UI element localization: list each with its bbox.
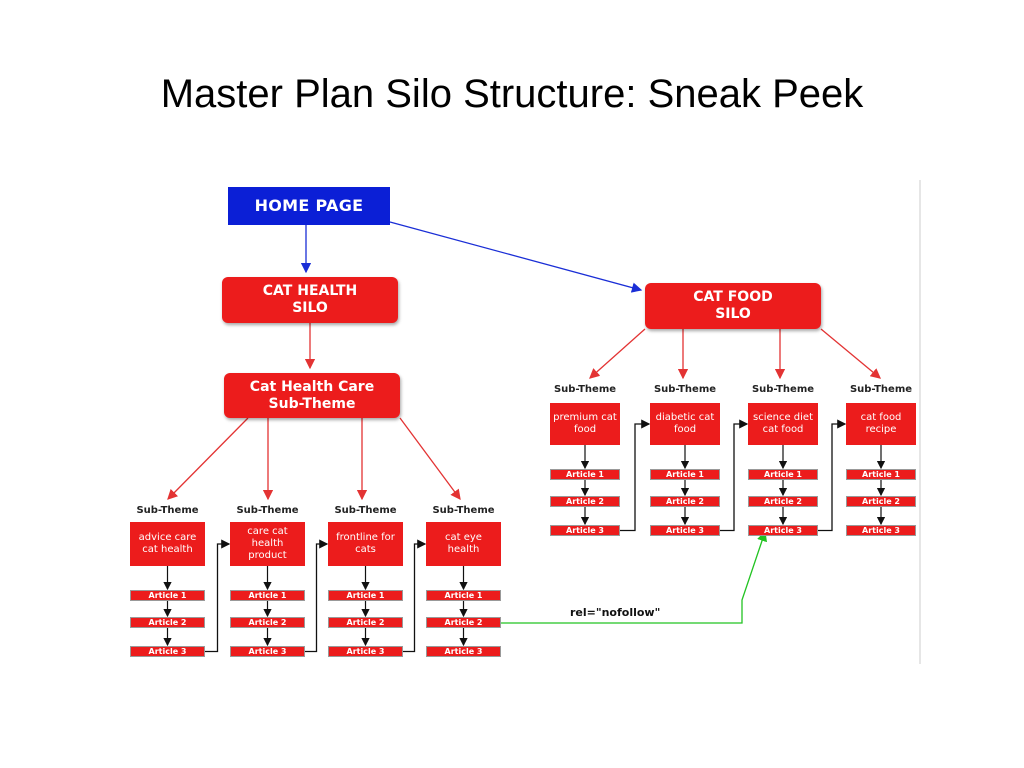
theme-to-subtheme-arrow	[399, 417, 461, 501]
health-article-node: Article 2	[328, 617, 403, 628]
health-article-node: Article 1	[130, 590, 205, 601]
food-article-node: Article 1	[748, 469, 818, 480]
cat-health-theme-node: Cat Health Care Sub-Theme	[224, 373, 400, 418]
health-sub-theme-node: care cat health product	[230, 522, 305, 566]
food-article-node: Article 1	[846, 469, 916, 480]
cat-food-silo-node: CAT FOOD SILO	[645, 283, 821, 329]
home-page-node: HOME PAGE	[228, 187, 390, 225]
health-sub-theme-label: Sub-Theme	[432, 505, 495, 516]
food-sibling-link	[620, 419, 651, 532]
health-sibling-link	[205, 539, 231, 653]
food-sub-theme-label: Sub-Theme	[553, 384, 617, 395]
home-to-food-arrow	[389, 221, 643, 293]
food-article-node: Article 2	[748, 496, 818, 507]
health-sub-theme-label: Sub-Theme	[236, 505, 299, 516]
health-sibling-link	[305, 539, 329, 653]
food-article-node: Article 3	[748, 525, 818, 536]
health-sub-theme-node: cat eye health	[426, 522, 501, 566]
health-article-node: Article 2	[130, 617, 205, 628]
slide-title: Master Plan Silo Structure: Sneak Peek	[160, 72, 864, 116]
food-article-node: Article 3	[550, 525, 620, 536]
health-article-node: Article 3	[328, 646, 403, 657]
food-sub-theme-label: Sub-Theme	[653, 384, 717, 395]
health-article-node: Article 2	[230, 617, 305, 628]
food-silo-to-subtheme-arrow	[589, 328, 646, 379]
health-article-node: Article 1	[328, 590, 403, 601]
health-article-node: Article 3	[230, 646, 305, 657]
food-article-node: Article 2	[846, 496, 916, 507]
food-silo-to-subtheme-arrow	[820, 328, 882, 379]
food-sub-theme-label: Sub-Theme	[849, 384, 913, 395]
food-sibling-link	[720, 419, 749, 532]
food-sibling-link	[818, 419, 847, 532]
food-sub-theme-node: science diet cat food	[748, 403, 818, 445]
health-sibling-link	[403, 539, 427, 653]
health-article-node: Article 1	[230, 590, 305, 601]
health-article-node: Article 3	[130, 646, 205, 657]
food-sub-theme-node: cat food recipe	[846, 403, 916, 445]
food-article-node: Article 1	[550, 469, 620, 480]
food-article-node: Article 2	[550, 496, 620, 507]
nofollow-label: rel="nofollow"	[570, 606, 661, 619]
health-article-node: Article 1	[426, 590, 501, 601]
food-sub-theme-label: Sub-Theme	[751, 384, 815, 395]
health-article-node: Article 3	[426, 646, 501, 657]
health-sub-theme-label: Sub-Theme	[136, 505, 199, 516]
health-sub-theme-node: advice care cat health	[130, 522, 205, 566]
food-sub-theme-node: diabetic cat food	[650, 403, 720, 445]
food-article-node: Article 3	[846, 525, 916, 536]
food-article-node: Article 3	[650, 525, 720, 536]
theme-to-subtheme-arrow	[167, 417, 249, 500]
health-sub-theme-node: frontline for cats	[328, 522, 403, 566]
cat-health-silo-node: CAT HEALTH SILO	[222, 277, 398, 323]
food-sub-theme-node: premium cat food	[550, 403, 620, 445]
health-article-node: Article 2	[426, 617, 501, 628]
food-article-node: Article 2	[650, 496, 720, 507]
nofollow-link	[500, 530, 768, 624]
health-sub-theme-label: Sub-Theme	[334, 505, 397, 516]
food-article-node: Article 1	[650, 469, 720, 480]
image-border	[919, 180, 921, 664]
